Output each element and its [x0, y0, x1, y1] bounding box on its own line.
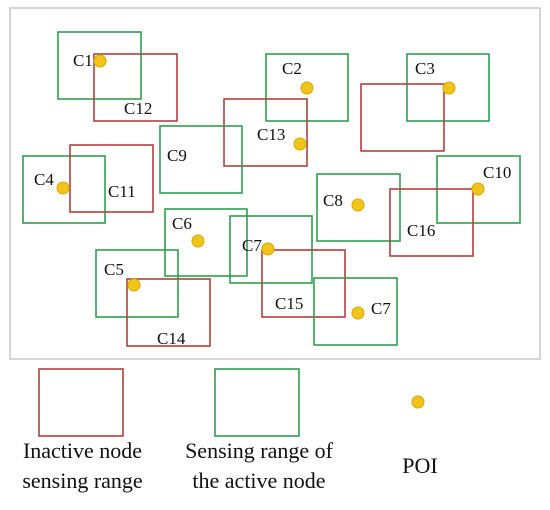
active-sensing-range-c9: [159, 125, 243, 194]
poi-dot: [351, 306, 365, 320]
node-label-c11: C11: [108, 182, 136, 201]
legend-active-swatch: [214, 368, 300, 437]
node-label-c1: C1: [73, 51, 93, 70]
legend-poi-label: POI: [402, 453, 438, 478]
node-label-c10: C10: [483, 163, 511, 182]
node-label-c3: C3: [415, 59, 435, 78]
node-label-c7: C7: [371, 299, 391, 318]
node-label-c4: C4: [34, 170, 54, 189]
poi-dot: [93, 54, 107, 68]
inactive-sensing-range-c13: [223, 98, 308, 167]
node-label-c7: C7: [242, 236, 262, 255]
node-label-c13: C13: [257, 125, 285, 144]
legend-inactive-label: Inactive node sensing range: [22, 438, 143, 493]
poi-dot: [261, 242, 275, 256]
node-label-c2: C2: [282, 59, 302, 78]
active-sensing-range-c1: [57, 31, 142, 100]
poi-dot: [471, 182, 485, 196]
sensing-ranges: [22, 31, 521, 347]
inactive-sensing-range-c12: [93, 53, 178, 122]
legend-inactive-swatch: [38, 368, 124, 437]
active-sensing-range-c3: [406, 53, 490, 122]
poi-dot: [56, 181, 70, 195]
inactive-sensing-range-c14: [126, 278, 211, 347]
active-sensing-range-c5: [95, 249, 179, 318]
node-label-c14: C14: [157, 329, 186, 348]
legend: [38, 368, 425, 437]
active-sensing-range-c7: [313, 277, 398, 346]
node-label-c12: C12: [124, 99, 152, 118]
poi-dot: [127, 278, 141, 292]
inactive-sensing-range: [360, 83, 445, 152]
legend-poi-dot: [411, 395, 425, 409]
node-label-c8: C8: [323, 191, 343, 210]
poi-dot: [191, 234, 205, 248]
monitoring-field-border: [9, 7, 541, 360]
active-sensing-range-c8: [316, 173, 401, 242]
inactive-sensing-range-c15: [261, 249, 346, 318]
poi-markers: [56, 54, 485, 320]
active-sensing-range-c6: [164, 208, 248, 277]
poi-dot: [293, 137, 307, 151]
node-label-c5: C5: [104, 260, 124, 279]
node-label-c15: C15: [275, 294, 303, 313]
inactive-sensing-range-c11: [69, 144, 154, 213]
inactive-sensing-range-c16: [389, 188, 474, 257]
node-label-c6: C6: [172, 214, 192, 233]
poi-dot: [300, 81, 314, 95]
node-label-c16: C16: [407, 221, 435, 240]
active-sensing-range-c4: [22, 155, 106, 224]
poi-dot: [351, 198, 365, 212]
legend-active-label: Sensing range of the active node: [185, 438, 333, 493]
node-label-c9: C9: [167, 146, 187, 165]
poi-dot: [442, 81, 456, 95]
